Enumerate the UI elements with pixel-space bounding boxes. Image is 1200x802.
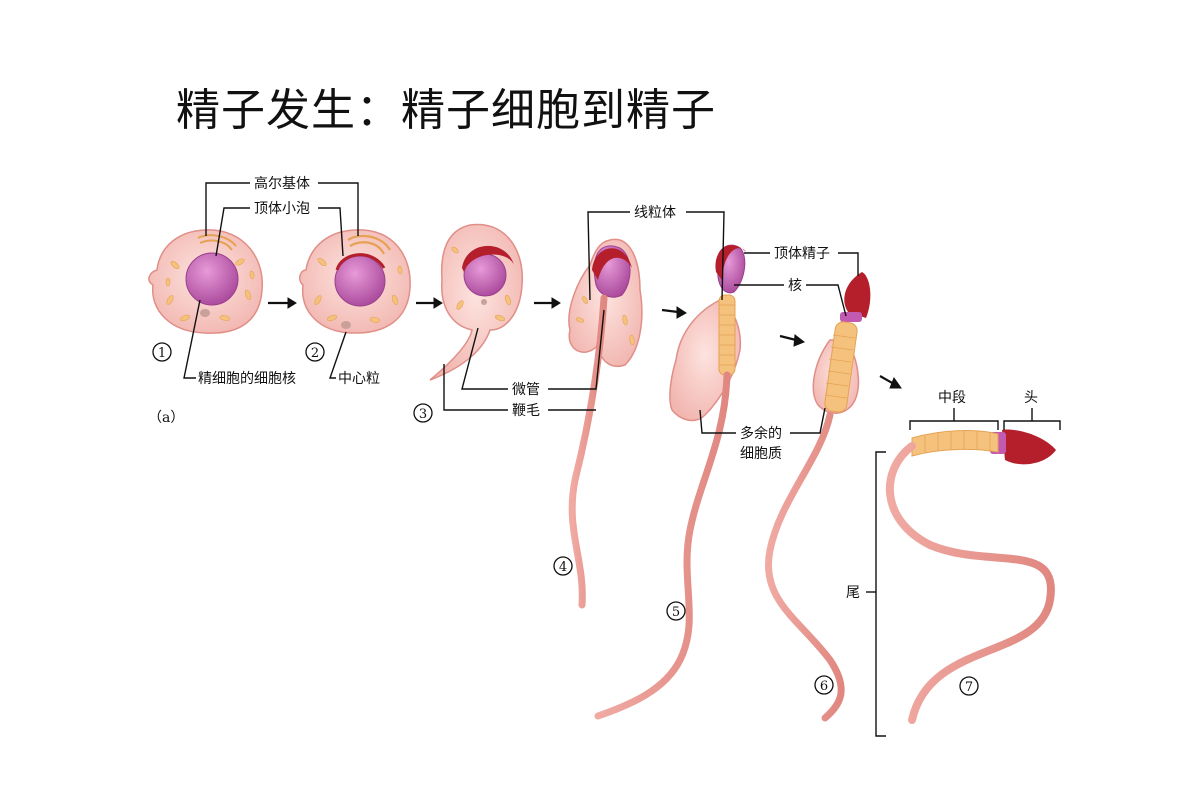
page-title: 精子发生：精子细胞到精子 (176, 85, 716, 136)
stage-5-cell (594, 244, 746, 720)
stage-7-sperm (885, 429, 1056, 724)
label-head: 头 (1024, 390, 1038, 406)
stage-number-4: 4 (559, 560, 567, 575)
stage-2-cell (298, 229, 411, 334)
stage-markers: 1 2 3 4 5 6 7 (152, 342, 979, 696)
stage-6-cell (765, 272, 871, 722)
stage-number-7: 7 (965, 680, 973, 695)
stage-marker-6: 6 (814, 675, 834, 695)
stage-number-6: 6 (820, 679, 828, 694)
stage-marker-4: 4 (553, 556, 573, 576)
stage-marker-1: 1 (152, 342, 172, 362)
stage-marker-5: 5 (666, 601, 686, 621)
stage-number-2: 2 (311, 346, 319, 361)
stage-4-cell (568, 238, 643, 609)
stage-1-cell (148, 229, 263, 334)
label-panel-a: （a） (148, 410, 184, 426)
stage-3-cell (429, 223, 524, 381)
label-flagellum: 鞭毛 (512, 403, 540, 419)
label-mitochondria: 线粒体 (634, 205, 676, 221)
label-tail: 尾 (846, 585, 860, 601)
stage-marker-2: 2 (305, 342, 325, 362)
label-golgi: 高尔基体 (254, 175, 310, 192)
stage-marker-7: 7 (959, 676, 979, 696)
label-microtubules: 微管 (512, 382, 540, 398)
label-acrosome: 顶体精子 (774, 246, 830, 262)
stage-number-3: 3 (419, 407, 427, 422)
stage-number-1: 1 (158, 346, 166, 361)
label-nucleus: 核 (788, 278, 802, 294)
label-centriole: 中心粒 (338, 371, 380, 387)
label-excess-cytoplasm-line2: 细胞质 (740, 446, 782, 462)
stage-number-5: 5 (672, 605, 680, 620)
label-excess-cytoplasm-line1: 多余的 (740, 425, 782, 442)
label-acrosomal-vesicle: 顶体小泡 (254, 201, 310, 217)
progression-arrows (268, 297, 902, 389)
leader-lines (183, 182, 1061, 737)
label-spermatid-nucleus: 精细胞的细胞核 (198, 371, 296, 387)
label-midpiece: 中段 (938, 390, 966, 406)
stage-marker-3: 3 (413, 403, 433, 423)
